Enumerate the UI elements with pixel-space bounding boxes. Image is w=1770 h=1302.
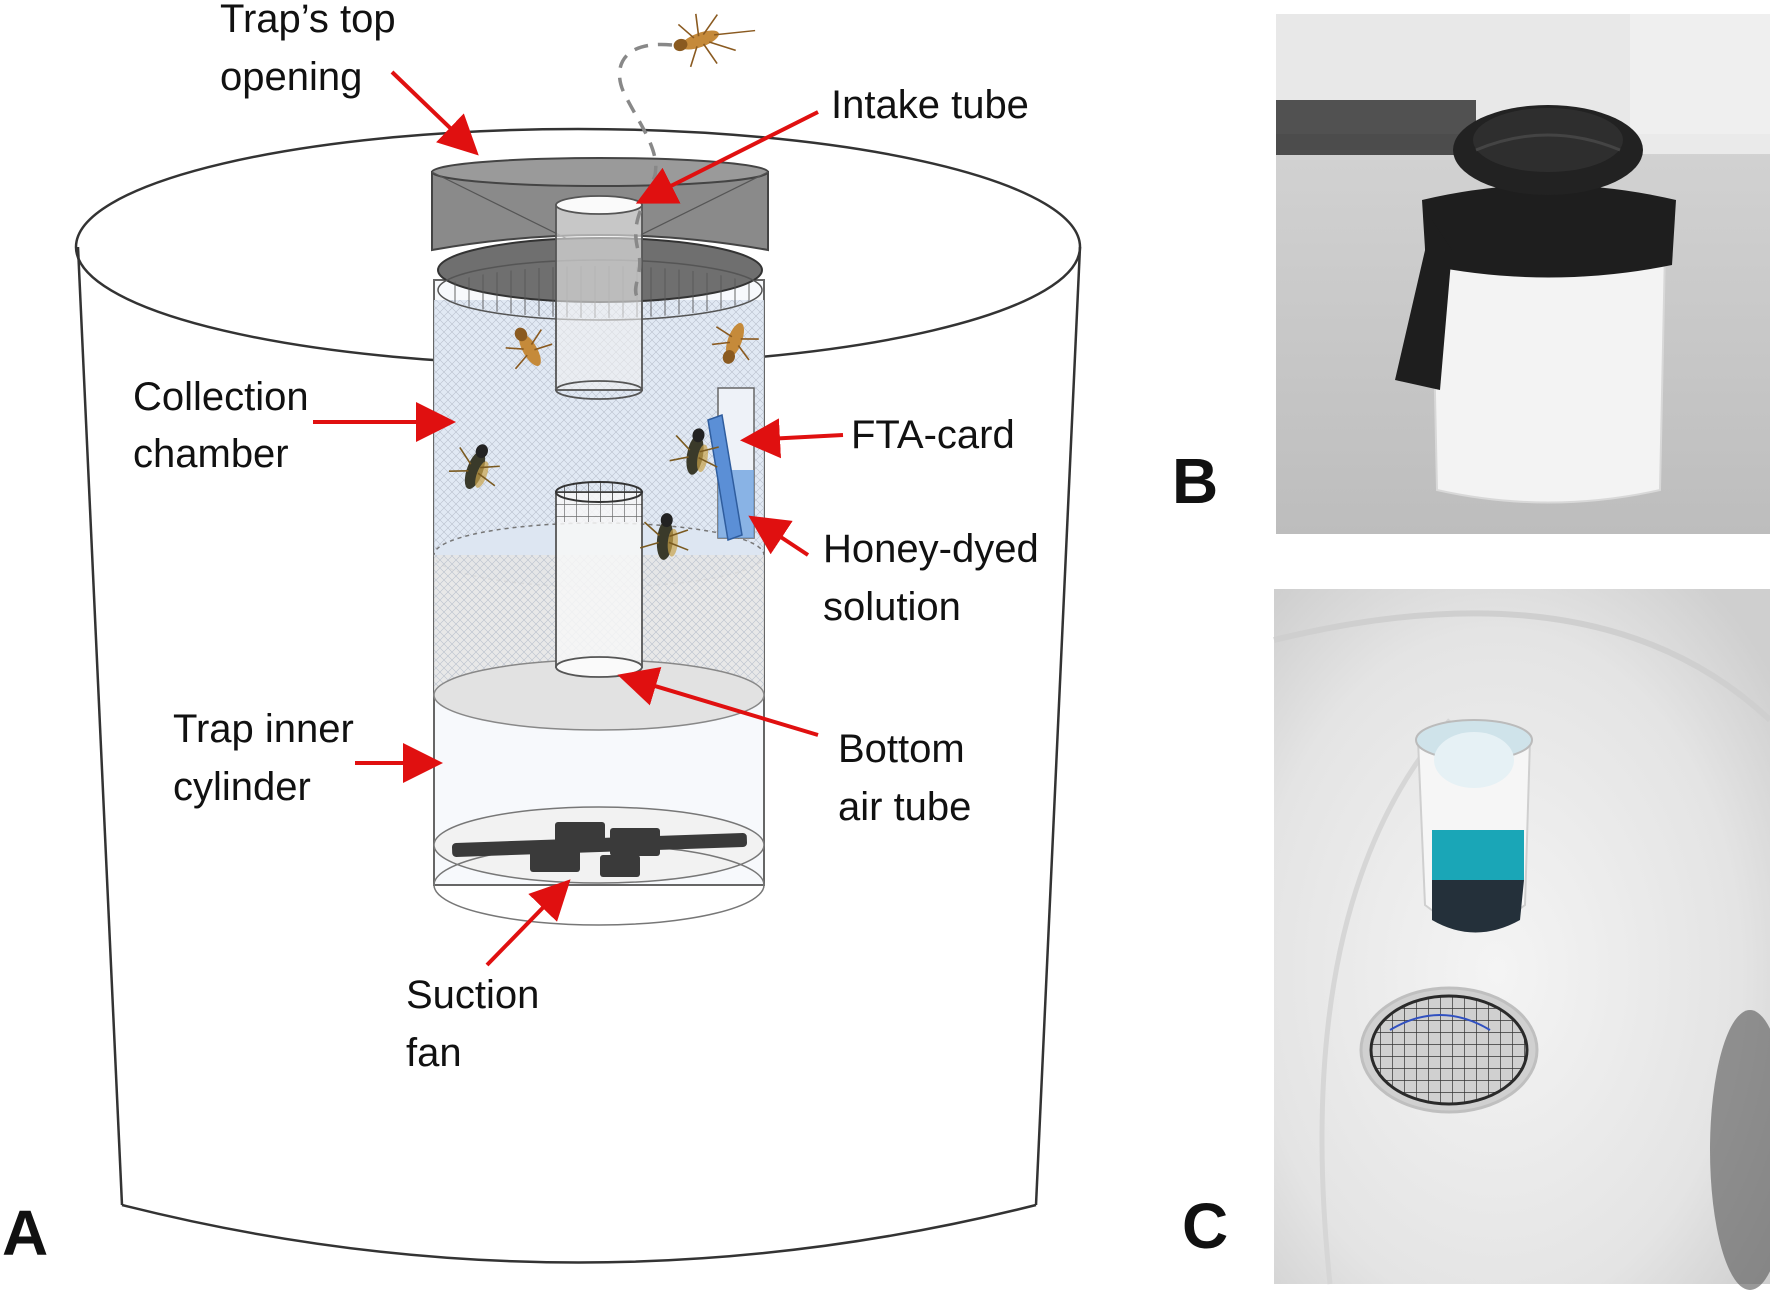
panel-c: C — [1182, 589, 1770, 1290]
label-intake-tube-line1: Intake tube — [831, 83, 1029, 127]
photo-c — [1274, 589, 1770, 1284]
arrow-honey-solution — [748, 515, 810, 557]
label-collection-chamber-line2: chamber — [133, 432, 289, 476]
panel-b: B — [1172, 14, 1770, 534]
arrow-intake-tube — [635, 110, 819, 204]
label-honey-solution-line2: solution — [823, 585, 961, 629]
label-top-opening-line1: Trap’s top — [220, 0, 396, 41]
panel-letter-b: B — [1172, 445, 1218, 517]
label-suction-fan-line2: fan — [406, 1031, 462, 1075]
label-bottom-air-tube-line1: Bottom — [838, 727, 965, 771]
intake-tube — [555, 195, 643, 400]
mosquito-icon — [712, 322, 759, 364]
arrow-fta-card — [740, 418, 844, 459]
label-collection-chamber: Collection chamber — [133, 375, 320, 476]
label-suction-fan-line1: Suction — [406, 973, 539, 1017]
mosquito-icon — [673, 13, 756, 68]
label-fta-card: FTA-card — [851, 413, 1015, 457]
panel-letter-c: C — [1182, 1190, 1228, 1262]
label-intake-tube: Intake tube — [831, 83, 1029, 127]
label-honey-solution: Honey-dyed solution — [823, 527, 1050, 629]
label-top-opening-line2: opening — [220, 55, 362, 99]
label-fta-card-line1: FTA-card — [851, 413, 1015, 457]
label-trap-inner-cylinder-line2: cylinder — [173, 765, 311, 809]
photo-c-content — [1273, 610, 1770, 1290]
arrow-top-opening — [390, 70, 479, 156]
label-bottom-air-tube: Bottom air tube — [838, 727, 976, 829]
arrow-icon — [313, 70, 844, 967]
bottom-air-tube — [555, 481, 643, 678]
arrow-bottom-air-tube — [617, 667, 819, 737]
mosquito-icon — [449, 444, 500, 489]
mosquito-icon — [639, 513, 689, 560]
panel-letter-a: A — [2, 1197, 48, 1269]
label-top-opening: Trap’s top opening — [220, 0, 407, 99]
label-honey-solution-line1: Honey-dyed — [823, 527, 1039, 571]
fta-card-and-vial — [707, 387, 755, 542]
mosquito-icon — [505, 327, 553, 370]
label-trap-inner-cylinder: Trap inner cylinder — [173, 707, 365, 809]
photo-b-content — [1276, 14, 1770, 504]
label-suction-fan: Suction fan — [406, 973, 551, 1075]
label-bottom-air-tube-line2: air tube — [838, 785, 971, 829]
arrow-suction-fan — [485, 879, 571, 967]
label-trap-inner-cylinder-line1: Trap inner — [173, 707, 354, 751]
suction-fan — [451, 822, 748, 877]
panel-a: Trap’s top opening Intake tube Collectio… — [2, 0, 1082, 1269]
mosquito-icon — [669, 428, 719, 475]
label-collection-chamber-line1: Collection — [133, 375, 309, 419]
